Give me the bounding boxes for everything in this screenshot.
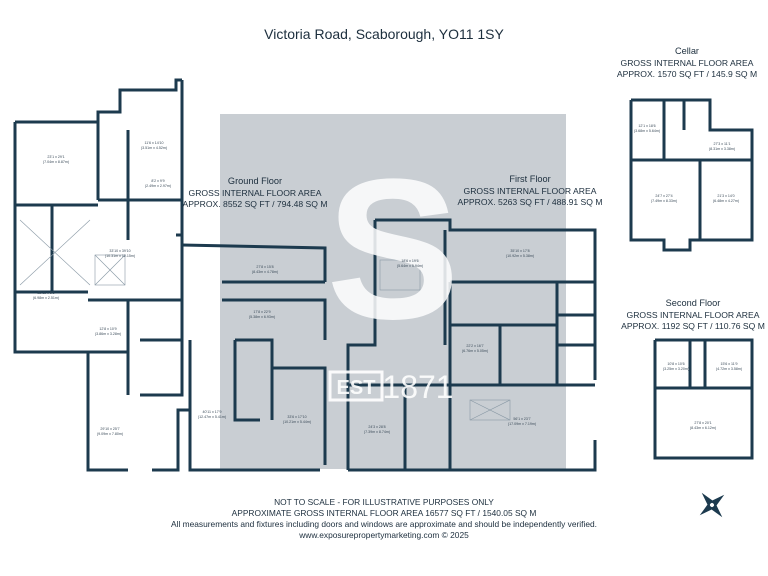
room-label: (6.48m x 4.27m) [713,199,739,203]
page-title: Victoria Road, Scaborough, YO11 1SY [264,26,504,42]
room-label: (10.92m x 5.38m) [506,254,534,258]
room-label: 15'6 x 11'9 [721,362,738,366]
room-label: (4.72m x 3.58m) [716,367,742,371]
room-label: (5.64m x 5.94m) [397,264,423,268]
first-floor-label: First Floor GROSS INTERNAL FLOOR AREA AP… [455,174,605,209]
room-label: 24'7 x 27'4 [655,194,672,198]
second-floor-name: Second Floor [665,298,721,308]
room-label: (8.31m x 3.38m) [709,147,735,151]
room-label: 40'11 x 17'9 [203,410,222,414]
ground-floor-label: Ground Floor GROSS INTERNAL FLOOR AREA A… [180,176,330,211]
room-label: (3.68m x 5.64m) [634,129,660,133]
room-label: (17.09m x 7.19m) [508,422,536,426]
first-floor-plan [346,218,597,472]
room-label: 33'10 x 39'10 [109,249,130,253]
first-floor-area-label: GROSS INTERNAL FLOOR AREA [463,185,597,196]
room-label: 35'10 x 17'8 [510,249,529,253]
compass-icon [699,492,725,518]
room-label: (6.98m x 2.51m) [33,296,59,300]
first-floor-area-value: APPROX. 5263 SQ FT / 488.91 SQ M [457,197,603,207]
ground-floor-name: Ground Floor [227,176,283,186]
room-label: (3.51m x 4.52m) [141,146,167,150]
room-label: 27'8 x 20'1 [694,421,711,425]
room-label: (8.43m x 6.12m) [690,426,716,430]
room-label: 23'1 x 29'1 [47,155,64,159]
room-label: 33'6 x 17'10 [287,415,306,419]
room-label: 27'3 x 11'1 [714,142,731,146]
footer-line-total-area: APPROXIMATE GROSS INTERNAL FLOOR AREA 16… [231,508,537,518]
room-label: (7.39m x 8.74m) [364,430,390,434]
room-label: 29'10 x 25'7 [100,427,119,431]
watermark-year: 1871 [382,369,453,405]
watermark-block [220,114,566,469]
room-label: (6.76m x 5.05m) [462,349,488,353]
cellar-name: Cellar [675,46,699,56]
room-label: (7.49m x 8.33m) [651,199,677,203]
cellar-label: Cellar GROSS INTERNAL FLOOR AREA APPROX.… [612,46,762,81]
first-floor-name: First Floor [509,174,551,184]
watermark-est: EST [337,377,376,399]
room-label: (9.09m x 7.80m) [97,432,123,436]
room-label: (3.86m x 3.28m) [95,332,121,336]
room-label: (7.04m x 8.87m) [43,160,69,164]
room-label: 22'2 x 16'7 [466,344,483,348]
room-label: (3.25m x 3.20m) [663,367,689,371]
room-label: (5.38m x 6.93m) [249,315,275,319]
room-label: 10'8 x 10'6 [667,362,684,366]
room-label: 21'3 x 14'0 [717,194,734,198]
ground-floor-plan [13,78,327,472]
room-label: 24'3 x 28'8 [368,425,385,429]
disclaimer-footer: NOT TO SCALE - FOR ILLUSTRATIVE PURPOSES… [0,497,768,541]
room-label: (10.31m x 12.15m) [105,254,135,258]
room-label: (2.49m x 2.97m) [145,184,171,188]
room-label: 17'8 x 22'9 [253,310,270,314]
footer-line-measurements: All measurements and fixtures including … [171,519,597,529]
ground-floor-area-label: GROSS INTERNAL FLOOR AREA [188,187,322,198]
room-label: 27'8 x 15'8 [256,265,273,269]
ground-floor-area-value: APPROX. 8552 SQ FT / 794.48 SQ M [182,199,328,209]
second-floor-area-value: APPROX. 1192 SQ FT / 110.76 SQ M [621,321,765,331]
cellar-area-label: GROSS INTERNAL FLOOR AREA [620,57,754,68]
room-label: 56'1 x 23'7 [513,417,530,421]
room-label: (8.43m x 4.78m) [252,270,278,274]
room-label: (12.47m x 5.41m) [198,415,226,419]
cellar-area-value: APPROX. 1570 SQ FT / 145.9 SQ M [616,69,758,79]
second-floor-area-label: GROSS INTERNAL FLOOR AREA [626,309,760,320]
cellar-plan [629,98,754,252]
second-floor-plan [653,338,754,460]
watermark-letter: S [326,138,459,361]
footer-line-not-to-scale: NOT TO SCALE - FOR ILLUSTRATIVE PURPOSES… [274,497,494,507]
room-label: (10.21m x 5.44m) [283,420,311,424]
room-label: 12'8 x 10'9 [99,327,116,331]
room-label: 8'2 x 9'9 [151,179,164,183]
room-label: 12'1 x 18'6 [638,124,655,128]
footer-website-link[interactable]: www.exposurepropertymarketing.com © 2025 [299,530,469,540]
room-label: 22'11 x 8'3 [38,291,55,295]
room-label: 11'6 x 14'10 [145,141,164,145]
second-floor-label: Second Floor GROSS INTERNAL FLOOR AREA A… [618,298,768,333]
room-label: 18'6 x 19'6 [401,259,418,263]
